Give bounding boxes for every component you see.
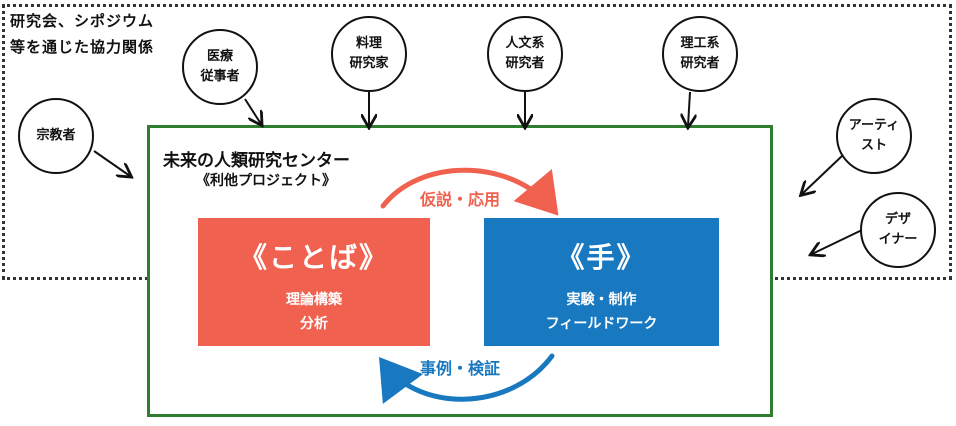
connector-medical <box>244 98 261 124</box>
words-block-line2: 分析 <box>300 316 328 332</box>
stakeholder-science-line1: 理工系 <box>680 36 720 51</box>
connector-designer <box>812 229 863 254</box>
collaboration-label-line2: 等を通じた協力関係 <box>10 38 155 56</box>
collaboration-label-line1: 研究会、シポジウム <box>10 12 155 30</box>
center-subtitle: 《利他プロジェクト》 <box>196 173 336 189</box>
hands-block-title: 《手》 <box>556 241 647 274</box>
verification-label: 事例・検証 <box>420 359 501 378</box>
stakeholder-designer-line2: イナー <box>878 232 918 247</box>
connector-science <box>688 91 690 126</box>
stakeholder-medical-line2: 従事者 <box>200 69 240 84</box>
stakeholder-chef-line2: 研究家 <box>349 56 389 71</box>
stakeholder-science: 理工系 研究者 <box>662 16 738 92</box>
connector-artist <box>802 155 843 194</box>
center-title: 未来の人類研究センター <box>163 151 350 171</box>
hands-block-line1: 実験・制作 <box>566 292 637 308</box>
stakeholder-humanities-line2: 研究者 <box>505 56 545 71</box>
stakeholder-science-line2: 研究者 <box>680 56 720 71</box>
words-block: 《ことば》 理論構築 分析 <box>198 218 430 346</box>
connector-religion <box>93 150 130 176</box>
stakeholder-religion-line1: 宗教者 <box>36 128 76 143</box>
stakeholder-artist-line2: スト <box>860 138 887 153</box>
stakeholder-humanities-line1: 人文系 <box>505 36 545 51</box>
stakeholder-artist: アーティ スト <box>836 98 912 174</box>
stakeholder-medical-line1: 医療 <box>206 49 233 64</box>
hypothesis-label: 仮説・応用 <box>420 190 501 209</box>
words-block-title: 《ことば》 <box>238 241 389 274</box>
hands-block-line2: フィールドワーク <box>545 316 658 332</box>
stakeholder-designer-line1: デザ <box>884 212 911 227</box>
stakeholder-artist-line1: アーティ <box>848 118 900 133</box>
hypothesis-arrow <box>380 167 559 216</box>
stakeholder-humanities: 人文系 研究者 <box>487 16 563 92</box>
stakeholder-chef-line1: 料理 <box>355 36 382 51</box>
verification-arrow <box>379 353 555 404</box>
stakeholder-religion: 宗教者 <box>18 98 94 174</box>
stakeholder-medical: 医療 従事者 <box>182 29 258 105</box>
hands-block: 《手》 実験・制作 フィールドワーク <box>484 218 719 346</box>
words-block-line1: 理論構築 <box>286 292 342 308</box>
collaboration-label: 研究会、シポジウム 等を通じた協力関係 <box>10 8 154 60</box>
stakeholder-designer: デザ イナー <box>860 192 936 268</box>
stakeholder-chef: 料理 研究家 <box>331 16 407 92</box>
